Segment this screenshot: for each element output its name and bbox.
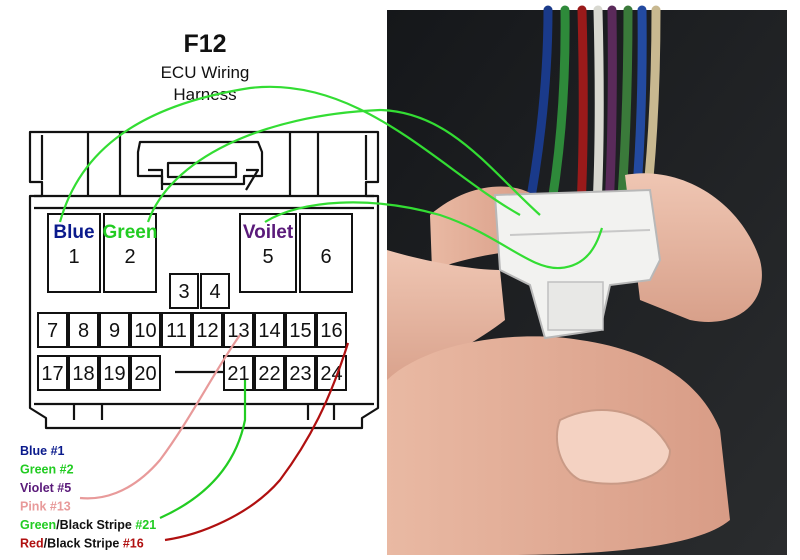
- pin-22-number: 22: [258, 363, 280, 385]
- pin-23: 23: [285, 355, 316, 391]
- pin-1-wire-label: Blue: [53, 222, 94, 243]
- pin-2-wire-label: Green: [103, 222, 158, 243]
- pin-23-number: 23: [289, 363, 311, 385]
- pin-row-bottom: 17 18 19 20 21 22 23 24: [37, 355, 347, 391]
- mid-pins: 3 4: [169, 273, 230, 309]
- legend-pin-number: #5: [57, 481, 71, 495]
- pin-18-number: 18: [72, 363, 94, 385]
- pin-5-wire-label: Voilet: [243, 222, 294, 243]
- pin-14-number: 14: [258, 320, 280, 342]
- legend-stripe-text: /Black Stripe: [56, 518, 135, 532]
- pin-3: 3: [169, 273, 199, 309]
- pin-7: 7: [37, 312, 68, 348]
- legend-item: Violet #5: [20, 481, 71, 495]
- legend-color-name: Red: [20, 537, 44, 551]
- pin-11: 11: [161, 312, 192, 348]
- pin-1: Blue 1: [47, 213, 101, 293]
- legend-pin-number: #13: [50, 500, 71, 514]
- legend-pin-number: #21: [135, 518, 156, 532]
- pin-10-number: 10: [134, 320, 156, 342]
- thumb-right: [625, 173, 762, 322]
- legend-stripe-text: /Black Stripe: [44, 537, 123, 551]
- legend-item: Green/Black Stripe #21: [20, 518, 156, 532]
- pin-5: Voilet 5: [239, 213, 297, 293]
- pin-19-number: 19: [103, 363, 125, 385]
- connector-outline: [28, 130, 380, 430]
- legend-pin-number: #16: [123, 537, 144, 551]
- pin-20-number: 20: [134, 363, 156, 385]
- pin-12: 12: [192, 312, 223, 348]
- pin-22: 22: [254, 355, 285, 391]
- wire-green-link: [146, 108, 541, 223]
- legend-item: Red/Black Stripe #16: [20, 537, 144, 551]
- pin-2: Green 2: [103, 213, 158, 293]
- legend-pin-number: #1: [51, 444, 65, 458]
- photo-panel: [387, 5, 787, 555]
- pin-6: 6: [299, 213, 353, 293]
- pin-4-number: 4: [209, 281, 220, 303]
- pin-11-number: 11: [166, 320, 187, 342]
- legend-item: Green #2: [20, 463, 74, 477]
- pin-15-number: 15: [289, 320, 311, 342]
- wire-green21-link: [159, 380, 247, 520]
- wire-blue-link: [58, 85, 521, 223]
- pin-9-number: 9: [109, 320, 120, 342]
- hand-left: [387, 250, 505, 390]
- legend-color-name: Blue: [20, 444, 47, 458]
- diagram-title: F12: [183, 30, 226, 58]
- pin-8: 8: [68, 312, 99, 348]
- pin-5-number: 5: [262, 246, 273, 268]
- connector-latch: [547, 281, 604, 331]
- pin-16: 16: [316, 312, 347, 348]
- pin-2-number: 2: [124, 246, 135, 268]
- big-pins: Blue 1 Green 2 Voilet 5 6: [47, 213, 353, 293]
- pin-4: 4: [200, 273, 230, 309]
- pin-1-number: 1: [68, 246, 79, 268]
- legend-color-name: Green: [20, 518, 56, 532]
- pin-17-number: 17: [41, 363, 63, 385]
- pin-9: 9: [99, 312, 130, 348]
- legend-item: Pink #13: [20, 500, 71, 514]
- legend-color-name: Pink: [20, 500, 46, 514]
- pin-10: 10: [130, 312, 161, 348]
- pin-17: 17: [37, 355, 68, 391]
- pin-20: 20: [130, 355, 161, 391]
- pin-7-number: 7: [47, 320, 58, 342]
- diagram-subtitle-line1: ECU Wiring: [161, 63, 250, 82]
- pin-24-number: 24: [320, 363, 342, 385]
- legend-color-name: Violet: [20, 481, 55, 495]
- pin-3-number: 3: [178, 281, 189, 303]
- diagram-subtitle-line2: Harness: [173, 85, 236, 104]
- pin-16-number: 16: [320, 320, 342, 342]
- pin-21-number: 21: [227, 363, 249, 385]
- wire-pink-link: [79, 334, 241, 500]
- pin-13-number: 13: [227, 320, 249, 342]
- wire-red16-link: [164, 342, 350, 542]
- wire-violet-link: [264, 201, 604, 270]
- pin-13: 13: [223, 312, 254, 348]
- pin-12-number: 12: [196, 320, 218, 342]
- pin-14: 14: [254, 312, 285, 348]
- pin-6-number: 6: [320, 246, 331, 268]
- legend-color-name: Green: [20, 463, 56, 477]
- thumbnail: [555, 409, 672, 485]
- legend-item: Blue #1: [20, 444, 65, 458]
- pin-19: 19: [99, 355, 130, 391]
- pin-18: 18: [68, 355, 99, 391]
- pin-21: 21: [223, 355, 254, 391]
- pin-8-number: 8: [78, 320, 89, 342]
- legend-pin-number: #2: [60, 463, 74, 477]
- wire-overlays: [58, 85, 604, 542]
- pin-15: 15: [285, 312, 316, 348]
